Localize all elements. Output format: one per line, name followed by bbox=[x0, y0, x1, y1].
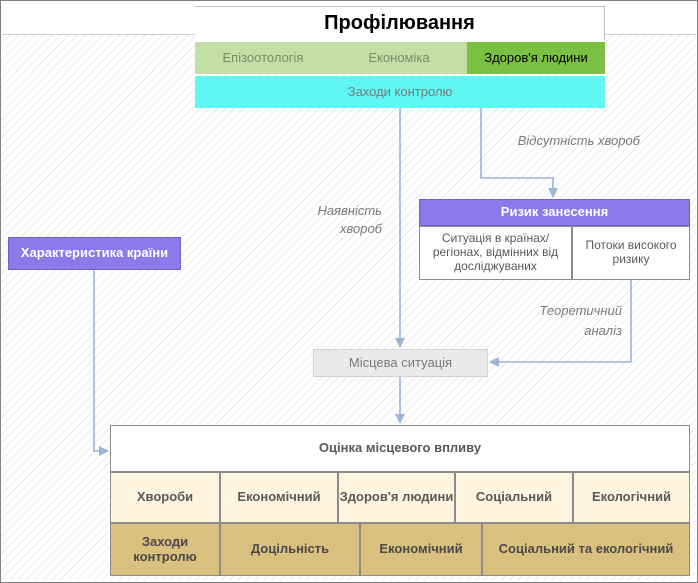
impact-cell-feasibility: Доцільність bbox=[220, 523, 360, 576]
label-presence-line2: хвороб bbox=[339, 221, 382, 236]
tab-economics[interactable]: Економіка bbox=[331, 42, 467, 74]
impact-cell-social-ecological: Соціальний та екологічний bbox=[482, 523, 690, 576]
risk-of-introduction-header: Ризик занесення bbox=[419, 199, 690, 226]
control-measures-box: Заходи контролю bbox=[195, 76, 605, 108]
impact-cell-ecological: Екологічний bbox=[573, 472, 690, 523]
impact-cell-economic-2: Економічний bbox=[360, 523, 482, 576]
impact-cell-diseases: Хвороби bbox=[110, 472, 220, 523]
label-presence-line1: Наявність bbox=[317, 203, 382, 218]
high-risk-flows-cell: Потоки високого ризику bbox=[572, 226, 690, 280]
impact-cell-economic: Економічний bbox=[220, 472, 338, 523]
diagram-title: Профілювання bbox=[195, 6, 605, 40]
tab-human-health[interactable]: Здоров'я людини bbox=[467, 42, 605, 74]
arrow-absence bbox=[480, 108, 558, 198]
tab-epizootology[interactable]: Епізоотологія bbox=[195, 42, 331, 74]
label-theory-line2: аналіз bbox=[584, 323, 622, 338]
label-absence-of-diseases: Відсутність хвороб bbox=[517, 133, 640, 148]
hatched-background-top-left bbox=[2, 34, 195, 71]
impact-cell-human-health: Здоров'я людини bbox=[338, 472, 455, 523]
label-theory-line1: Теоретичний bbox=[539, 303, 622, 318]
impact-cell-social: Соціальний bbox=[455, 472, 573, 523]
arrow-theory bbox=[489, 280, 632, 367]
local-impact-assessment-header: Оцінка місцевого впливу bbox=[110, 425, 690, 472]
situation-other-regions-cell: Ситуація в країнах/ регіонах, відмінних … bbox=[419, 226, 572, 280]
impact-cell-control-measures: Заходи контролю bbox=[110, 523, 220, 576]
local-situation-box: Місцева ситуація bbox=[313, 349, 488, 377]
arrow-country bbox=[93, 270, 109, 456]
country-characteristics-box: Характеристика країни bbox=[8, 237, 181, 270]
hatched-background-top-right bbox=[605, 34, 696, 71]
